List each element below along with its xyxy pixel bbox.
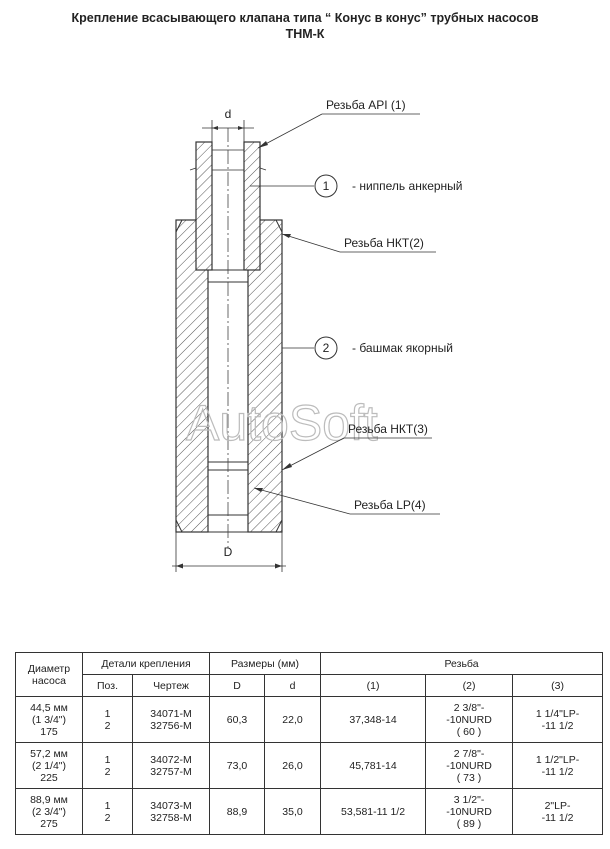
cell-diameter: 57,2 мм(2 1/4")225 xyxy=(15,742,83,789)
cell-diameter: 44,5 мм(1 3/4")175 xyxy=(15,696,83,743)
callout-nkt3-label: Резьба НКТ(3) xyxy=(348,422,428,436)
dim-D-label: D xyxy=(224,545,233,559)
header-D: D xyxy=(209,674,266,697)
cell-thread-2: 3 1/2"--10NURD( 89 ) xyxy=(425,788,514,835)
dim-d-label: d xyxy=(225,107,232,121)
spec-table: Диаметр насоса Детали крепления Размеры … xyxy=(15,652,604,835)
cell-d: 22,0 xyxy=(264,696,322,743)
title-line-1: Крепление всасывающего клапана типа “ Ко… xyxy=(71,11,539,25)
dimension-D: D xyxy=(172,532,286,572)
callout-api-thread: Резьба API (1) xyxy=(257,98,420,149)
header-pos: Поз. xyxy=(82,674,133,697)
anchor-nipple xyxy=(189,141,267,271)
position-1-number: 1 xyxy=(323,179,330,193)
position-1-marker: 1 - ниппель анкерный xyxy=(250,174,463,198)
header-details: Детали крепления xyxy=(81,652,211,675)
cell-thread-2: 2 3/8"--10NURD( 60 ) xyxy=(425,696,514,743)
cell-thread-3: 1 1/4"LP--11 1/2 xyxy=(512,696,604,743)
title-line-2: ТНМ-К xyxy=(285,27,325,41)
position-2-description: - башмак якорный xyxy=(352,341,453,355)
callout-lp-thread: Резьба LP(4) xyxy=(253,487,440,515)
cell-thread-1: 53,581-11 1/2 xyxy=(320,788,427,835)
header-d: d xyxy=(264,674,322,697)
cell-diameter: 88,9 мм(2 3/4")275 xyxy=(15,788,83,835)
cell-thread-1: 37,348-14 xyxy=(320,696,427,743)
cell-thread-1: 45,781-14 xyxy=(320,742,427,789)
cell-thread-2: 2 7/8"--10NURD( 73 ) xyxy=(425,742,514,789)
header-thread: Резьба xyxy=(320,652,604,675)
page-title: Крепление всасывающего клапана типа “ Ко… xyxy=(0,10,610,42)
header-thread-2: (2) xyxy=(425,674,514,697)
cell-D: 88,9 xyxy=(209,788,266,835)
anchor-shoe xyxy=(175,219,283,533)
table-header-row-1: Диаметр насоса Детали крепления Размеры … xyxy=(15,652,604,697)
cell-D: 60,3 xyxy=(209,696,266,743)
dimension-d: d xyxy=(202,107,254,150)
callout-nkt3-thread: Резьба НКТ(3) xyxy=(281,422,432,471)
position-2-number: 2 xyxy=(323,341,330,355)
cell-thread-3: 2"LP--11 1/2 xyxy=(512,788,604,835)
table-header-row-2: Поз. Чертеж D d (1) (2) (3) xyxy=(16,674,604,697)
callout-nkt2-thread: Резьба НКТ(2) xyxy=(281,233,436,253)
position-1-description: - ниппель анкерный xyxy=(352,179,463,193)
cell-d: 26,0 xyxy=(264,742,322,789)
header-sizes: Размеры (мм) xyxy=(209,652,322,675)
callout-api-label: Резьба API (1) xyxy=(326,98,406,112)
cell-d: 35,0 xyxy=(264,788,322,835)
callout-nkt2-label: Резьба НКТ(2) xyxy=(344,236,424,250)
header-drawing-no: Чертеж xyxy=(131,674,211,697)
callout-lp-label: Резьба LP(4) xyxy=(354,498,426,512)
cell-D: 73,0 xyxy=(209,742,266,789)
header-thread-1: (1) xyxy=(320,674,427,697)
header-thread-3: (3) xyxy=(512,674,604,697)
valve-drawing: d D Резьба API (1) 1 - ниппель анкерный … xyxy=(172,98,463,572)
cell-thread-3: 1 1/2"LP--11 1/2 xyxy=(512,742,604,789)
header-diameter: Диаметр насоса xyxy=(15,652,83,697)
position-2-marker: 2 - башмак якорный xyxy=(282,336,453,360)
watermark-logo: AutoSoft xyxy=(186,395,378,451)
